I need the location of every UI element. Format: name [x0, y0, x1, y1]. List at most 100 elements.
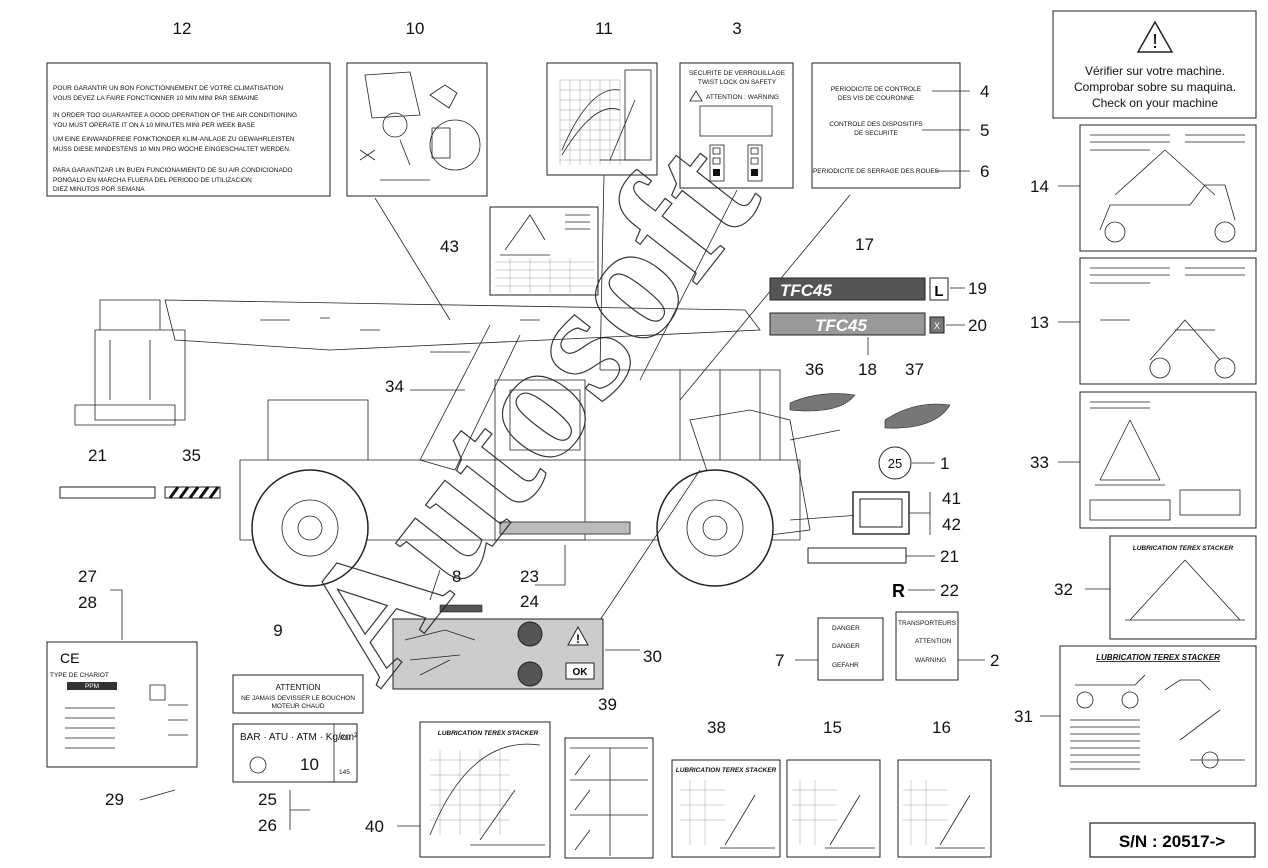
callout-21: 21 — [88, 446, 107, 465]
svg-text:25: 25 — [888, 456, 902, 471]
label-43: 43 — [440, 206, 599, 296]
callout-19: 19 — [968, 279, 987, 298]
label-2: TRANSPORTEURS ATTENTION WARNING 2 — [895, 611, 999, 681]
svg-text:ATTENTION : WARNING: ATTENTION : WARNING — [706, 94, 779, 101]
label-11-load-chart: 11 — [546, 19, 658, 176]
svg-text:PSI: PSI — [340, 735, 351, 742]
label-40: LUBRICATION TEREX STACKER 40 — [365, 721, 551, 858]
label-31: LUBRICATION TEREX STACKER 31 — [1014, 645, 1257, 787]
svg-text:TFC45: TFC45 — [780, 281, 833, 300]
callout-4: 4 — [980, 82, 989, 101]
label-38: 38 LUBRICATION TEREX STACKER — [671, 718, 781, 858]
callout-13: 13 — [1030, 313, 1049, 332]
callout-6: 6 — [980, 162, 989, 181]
svg-text:145: 145 — [339, 769, 350, 776]
label-10-cab: 10 — [346, 19, 488, 197]
callout-12: 12 — [173, 19, 192, 38]
svg-text:TWIST LOCK ON SAFETY: TWIST LOCK ON SAFETY — [698, 79, 777, 86]
svg-text:IN ORDER TOO GUARANTEE A GOOD: IN ORDER TOO GUARANTEE A GOOD OPERATION … — [53, 112, 297, 119]
callout-15: 15 — [823, 718, 842, 737]
svg-text:R: R — [892, 581, 905, 601]
callout-27: 27 — [78, 567, 97, 586]
callout-1: 1 — [940, 454, 949, 473]
svg-text:LUBRICATION TEREX STACKER: LUBRICATION TEREX STACKER — [1096, 653, 1220, 662]
svg-text:PERIODICITE DE SERRAGE DES ROU: PERIODICITE DE SERRAGE DES ROUES — [813, 168, 940, 175]
callout-40: 40 — [365, 817, 384, 836]
svg-text:MUSS DIESE MINDESTENS 10 MIN P: MUSS DIESE MINDESTENS 10 MIN PRO WOCHE E… — [53, 146, 291, 153]
serial-number: S/N : 20517-> — [1089, 822, 1256, 858]
label-9: 9 ATTENTION NE JAMAIS DEVISSER LE BOUCHO… — [232, 621, 364, 714]
label-16: 16 — [897, 718, 992, 858]
svg-text:X: X — [934, 321, 940, 331]
callout-28: 28 — [78, 593, 97, 612]
callout-43: 43 — [440, 237, 459, 256]
callout-29: 29 — [105, 790, 124, 809]
callout-14: 14 — [1030, 177, 1049, 196]
svg-text:Comprobar sobre su maquina.: Comprobar sobre su maquina. — [1074, 80, 1236, 94]
callout-7: 7 — [775, 651, 784, 670]
svg-text:POUR GARANTIR UN BON FONCTIONN: POUR GARANTIR UN BON FONCTIONNEMENT DE V… — [53, 85, 283, 92]
svg-text:OK: OK — [573, 667, 589, 678]
verify-notice: ! Vérifier sur votre machine. Comprobar … — [1052, 10, 1257, 119]
reach-stacker-drawing — [74, 174, 951, 651]
callout-24: 24 — [520, 592, 539, 611]
svg-text:YOU MUST OPERATE IT ON A 10 MI: YOU MUST OPERATE IT ON A 10 MINUTES MINI… — [53, 122, 256, 129]
svg-text:TFC45: TFC45 — [815, 316, 868, 335]
svg-text:TYPE DE CHARIOT: TYPE DE CHARIOT — [50, 672, 109, 679]
label-7: DANGER DANGER GEFAHR 7 — [775, 617, 884, 681]
label-32: LUBRICATION TEREX STACKER 32 — [1054, 535, 1257, 640]
svg-text:DES VIS DE COURONNE: DES VIS DE COURONNE — [838, 95, 915, 102]
svg-text:PARA GARANTIZAR UN BUEN FUNCIO: PARA GARANTIZAR UN BUEN FUNCIONAMIENTO D… — [53, 167, 293, 174]
label-14: 14 — [1030, 124, 1257, 252]
callout-34: 34 — [385, 377, 404, 396]
svg-text:ATTENTION: ATTENTION — [915, 638, 952, 645]
warning-icon: ! — [1152, 31, 1158, 53]
callout-8: 8 — [452, 567, 461, 586]
svg-text:GEFAHR: GEFAHR — [832, 662, 859, 669]
callout-20: 20 — [968, 316, 987, 335]
svg-text:Check on your machine: Check on your machine — [1092, 96, 1218, 110]
decal-tfc45-17: TFC45 L 17 19 — [769, 235, 987, 301]
label-3-twistlock: 3 SECURITE DE VERROUILLAGE TWIST LOCK ON… — [679, 19, 794, 189]
svg-text:CONTROLE DES DISPOSITIFS: CONTROLE DES DISPOSITIFS — [829, 121, 923, 128]
callout-23: 23 — [520, 567, 539, 586]
label-39: 39 — [564, 695, 654, 859]
decal-tfc45-18: TFC45 X 20 18 — [769, 312, 987, 379]
svg-text:NE JAMAIS DEVISSER LE BOUCHON: NE JAMAIS DEVISSER LE BOUCHON — [241, 695, 355, 702]
label-13: 13 — [1030, 257, 1257, 385]
svg-text:L: L — [934, 283, 943, 300]
callout-37: 37 — [905, 360, 924, 379]
callout-9: 9 — [273, 621, 282, 640]
callout-36: 36 — [805, 360, 824, 379]
callout-25b: 25 — [258, 790, 277, 809]
label-15: 15 — [786, 718, 881, 858]
label-12-climatisation: 12 POUR GARANTIR UN BON FONCTIONNEMENT D… — [46, 19, 331, 197]
svg-text:PONGALO EN MARCHA FLUERA DEL P: PONGALO EN MARCHA FLUERA DEL PERIODO DE … — [53, 177, 252, 184]
callout-41: 41 — [942, 489, 961, 508]
callout-5: 5 — [980, 121, 989, 140]
svg-text:MOTEUR CHAUD: MOTEUR CHAUD — [271, 703, 324, 710]
svg-text:10: 10 — [300, 755, 319, 774]
callout-10: 10 — [406, 19, 425, 38]
svg-text:LUBRICATION TEREX STACKER: LUBRICATION TEREX STACKER — [438, 730, 539, 737]
svg-text:PERIODICITE DE CONTROLE: PERIODICITE DE CONTROLE — [831, 86, 922, 93]
callout-2: 2 — [990, 651, 999, 670]
callout-38: 38 — [707, 718, 726, 737]
label-30: ! OK 30 — [392, 618, 662, 690]
svg-text:LUBRICATION TEREX STACKER: LUBRICATION TEREX STACKER — [1133, 545, 1234, 552]
callout-11: 11 — [595, 19, 613, 38]
callout-18: 18 — [858, 360, 877, 379]
callout-21b: 21 — [940, 547, 959, 566]
svg-text:DE SECURITE: DE SECURITE — [854, 130, 898, 137]
callout-30: 30 — [643, 647, 662, 666]
svg-text:TRANSPORTEURS: TRANSPORTEURS — [898, 620, 957, 627]
svg-text:PPM: PPM — [85, 683, 99, 690]
plate-27-28: 27 28 CE TYPE DE CHARIOT PPM 29 — [46, 567, 198, 809]
svg-text:!: ! — [576, 632, 580, 646]
callout-3: 3 — [732, 19, 741, 38]
svg-text:VOUS DEVEZ LA FAIRE FONCTIONNE: VOUS DEVEZ LA FAIRE FONCTIONNER 10 MIN M… — [53, 95, 259, 102]
svg-text:S/N : 20517->: S/N : 20517-> — [1119, 832, 1225, 851]
svg-text:UM EINE EINWANDFREIE FONKTIOND: UM EINE EINWANDFREIE FONKTIONDER KLIM-AN… — [53, 136, 295, 143]
svg-text:SECURITE DE VERROUILLAGE: SECURITE DE VERROUILLAGE — [689, 70, 786, 77]
